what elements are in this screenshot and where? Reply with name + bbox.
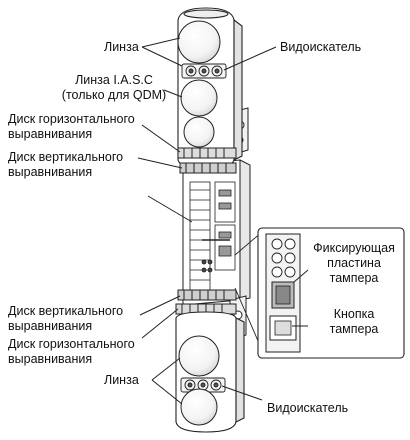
label-lens-top: Линза (104, 40, 139, 54)
label-h-disc-bottom: Диск горизонтального выравнивания (8, 337, 135, 366)
viewfinder-bottom-shape (180, 377, 226, 393)
label-lens-iasc: Линза I.A.S.C (только для QDM) (61, 73, 167, 102)
label-viewfinder-bottom: Видоискатель (267, 401, 349, 415)
leader-lines (137, 37, 309, 405)
lens-bottom-upper-shape (178, 335, 220, 377)
label-v-disc-top: Диск вертикального выравнивания (8, 150, 124, 179)
label-tamper-plate: Фиксирующая пластина тампера (313, 241, 395, 285)
label-h-disc-top: Диск горизонтального выравнивания (8, 112, 135, 141)
label-lens-bottom: Линза (104, 373, 139, 387)
column-details (189, 181, 236, 293)
viewfinder-top-shape (181, 63, 227, 79)
label-v-disc-bottom: Диск вертикального выравнивания (8, 304, 124, 333)
label-tamper-button: Кнопка тампера (329, 307, 379, 336)
lens-iasc-shape (180, 79, 218, 117)
label-viewfinder-top: Видоискатель (280, 40, 362, 54)
lens-third-top-shape (183, 116, 215, 148)
lens-top-shape (177, 20, 221, 64)
lens-bottom-lower-shape (180, 388, 218, 426)
